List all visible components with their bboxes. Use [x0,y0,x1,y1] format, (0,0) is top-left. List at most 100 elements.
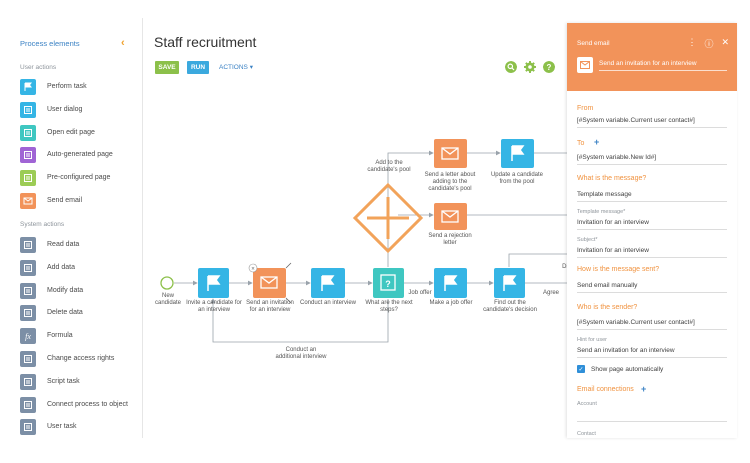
task-conduct[interactable] [311,268,345,298]
edit-page-icon [20,124,36,141]
info-icon[interactable]: ⓘ [704,39,714,49]
message-type-select[interactable]: Template message [577,191,632,198]
email-glyph [580,61,590,69]
show-page-label: Show page automatically [591,366,664,373]
dialog-icon [20,101,36,118]
label-invite-l2: an interview [198,307,231,313]
script-icon [20,373,36,390]
panel-title: Process elements [20,39,80,48]
subject-field[interactable]: Invitation for an interview [577,247,649,254]
process-diagram[interactable]: × ? [143,80,567,463]
to-field[interactable]: [#System variable.New Id#] [577,154,657,161]
hint-underline [577,357,727,358]
label-next-steps-l1: What are the next [365,300,413,306]
show-page-checkbox[interactable]: ✓ [577,365,585,373]
add-data-icon-glyph [24,263,32,272]
start-event[interactable] [160,276,174,290]
from-label: From [577,105,594,112]
sidebar-item-change-access-rights[interactable]: Change access rights [20,351,140,367]
sidebar-item-label: Auto-generated page [47,151,113,159]
hint-field[interactable]: Send an invitation for an interview [577,347,675,354]
sidebar-item-modify-data[interactable]: Modify data [20,282,140,299]
element-name-underline [599,70,727,71]
close-icon[interactable]: ✕ [721,37,729,47]
sidebar-item-perform-task[interactable]: Perform task [20,79,140,95]
connect-icon [20,396,36,413]
sidebar-item-connect-process-to-object[interactable]: Connect process to object [20,396,140,413]
sidebar-item-label: Perform task [47,83,87,90]
label-job-offer-flow: Job offer [408,290,431,296]
sidebar-item-pre-configured-page[interactable]: Pre-configured page [20,170,140,187]
sidebar-item-add-data[interactable]: Add data [20,259,140,276]
sidebar-item-script-task[interactable]: Script task [20,373,140,390]
sidebar-item-read-data[interactable]: Read data [20,237,140,253]
template-underline [577,229,727,230]
label-send-letter-l1: Send a letter about [425,172,476,178]
sidebar-item-delete-data[interactable]: Delete data [20,305,140,322]
task-send-invitation[interactable]: × [248,262,292,304]
hint-label: Hint for user [577,337,607,343]
add-connection-icon[interactable]: + [641,384,647,394]
email-connections-label: Email connections [577,386,634,393]
account-underline [577,421,727,422]
more-icon[interactable]: ⋮ [687,37,697,47]
how-sent-select[interactable]: Send email manually [577,282,638,289]
collapse-chevron-icon[interactable]: ‹ [121,37,125,49]
label-next-steps-l2: steps? [380,307,398,313]
from-underline [577,127,727,128]
sidebar-item-label: Delete data [47,309,83,317]
template-field[interactable]: Invitation for an interview [577,219,649,226]
exclusive-gateway[interactable] [352,182,424,254]
sidebar-item-label: Modify data [47,286,84,294]
script-icon-glyph [24,377,32,386]
task-send-letter[interactable] [434,139,467,168]
label-make-offer: Make a job offer [430,300,473,306]
search-icon[interactable] [505,61,517,73]
task-send-rejection[interactable] [434,203,467,230]
label-additional-l2: additional interview [275,354,327,360]
sidebar-item-open-edit-page[interactable]: Open edit page [20,124,140,141]
delete-data-icon-glyph [24,309,32,318]
actions-menu-button[interactable]: ACTIONS ▾ [219,63,253,71]
svg-text:?: ? [385,279,391,289]
sidebar-item-user-dialog[interactable]: User dialog [20,101,140,118]
help-icon[interactable]: ? [543,61,555,73]
auto-page-icon [20,147,36,164]
from-field[interactable]: [#System variable.Current user contact#] [577,117,695,124]
message-type-underline [577,201,727,202]
task-make-offer[interactable] [434,268,467,298]
subject-label: Subject* [577,237,598,243]
how-sent-underline [577,292,727,293]
element-name-input[interactable]: Send an invitation for an interview [599,60,697,67]
sidebar-item-label: Add data [47,263,76,271]
label-update-candidate-l2: from the pool [499,179,534,185]
sender-field[interactable]: [#System variable.Current user contact#] [577,319,695,326]
actions-label: ACTIONS [219,64,248,71]
read-data-icon [20,237,36,253]
sidebar-item-auto-generated-page[interactable]: Auto-generated page [20,147,140,164]
access-rights-icon [20,351,36,367]
element-properties-panel: Send email ⋮ ⓘ ✕ Send an invitation for … [567,23,737,438]
add-recipient-icon[interactable]: + [594,137,600,147]
sender-label: Who is the sender? [577,304,638,311]
gear-icon[interactable] [524,61,536,73]
sidebar-item-label: Pre-configured page [47,174,111,182]
sidebar-item-send-email[interactable]: Send email [20,193,140,209]
task-invite[interactable] [198,268,229,298]
message-type-label: What is the message? [577,175,647,182]
save-button[interactable]: SAVE [155,61,179,74]
task-update-candidate[interactable] [501,139,534,168]
run-button[interactable]: RUN [187,61,209,74]
task-find-out[interactable] [494,268,525,298]
label-agree: Agree [543,290,560,296]
sidebar-item-user-task[interactable]: User task [20,419,140,436]
task-next-steps[interactable]: ? [373,268,404,298]
label-new-candidate-l2: candidate [155,300,182,306]
label-add-to-pool-l2: candidate's pool [367,167,410,173]
